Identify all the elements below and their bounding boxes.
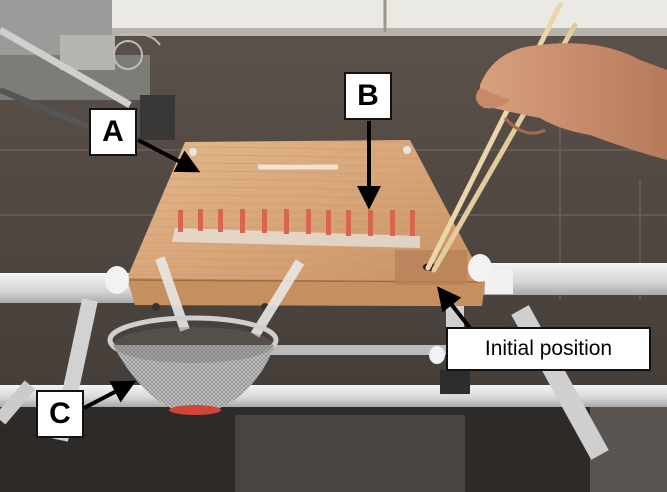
label-b: B [344,72,392,120]
label-initial-position: Initial position [446,327,651,371]
label-a: A [89,108,137,156]
label-c: C [36,390,84,438]
